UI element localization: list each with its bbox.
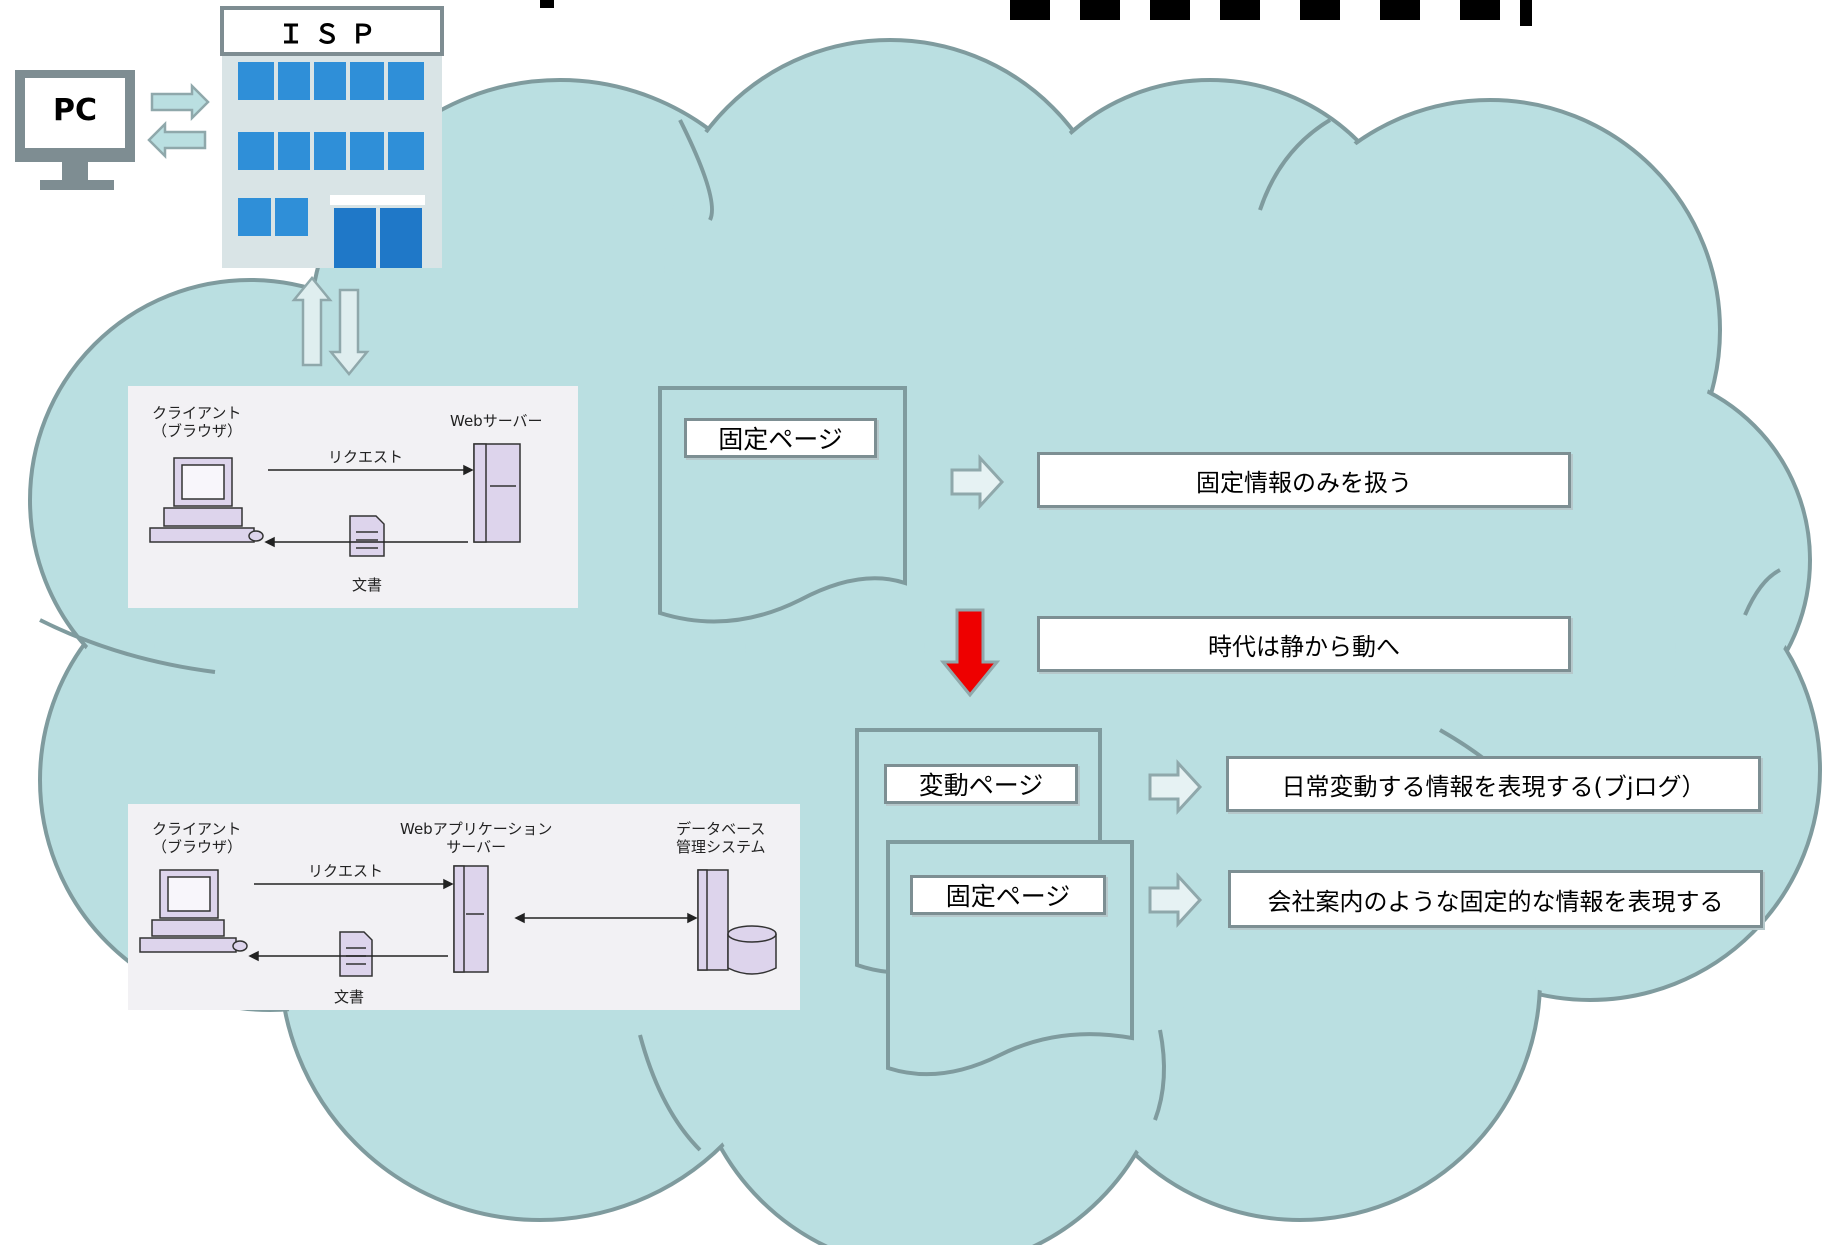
dynamic-web-figure: クライアント （ブラウザ） Webアプリケーション サーバー データベース 管理… — [128, 804, 800, 1010]
isp-label: ＩＳＰ — [277, 19, 386, 50]
static-server-label: Webサーバー — [450, 412, 543, 430]
dynamic-db-label: データベース 管理システム — [676, 820, 766, 856]
static-description: 固定情報のみを扱う — [1037, 452, 1571, 508]
isp-building-icon — [220, 6, 444, 268]
database-server-icon — [697, 869, 777, 975]
isp-cloud-arrows-icon — [291, 276, 370, 376]
fixed-page-label: 固定ページ — [910, 875, 1106, 915]
pc-label: PC — [52, 92, 97, 128]
static-page-label: 固定ページ — [684, 418, 877, 458]
dynamic-server-label: Webアプリケーション サーバー — [400, 820, 553, 856]
app-server-icon — [453, 865, 489, 973]
dynamic-page-label: 変動ページ — [884, 764, 1078, 804]
static-web-figure: クライアント （ブラウザ） Webサーバー リクエスト 文書 — [128, 386, 578, 608]
client-computer-icon-2 — [139, 869, 248, 953]
static-client-label: クライアント （ブラウザ） — [152, 404, 243, 440]
dynamic-client-label: クライアント （ブラウザ） — [152, 820, 243, 856]
dynamic-document-label: 文書 — [334, 988, 365, 1006]
server-icon — [473, 443, 521, 543]
static-request-label: リクエスト — [328, 448, 404, 466]
red-down-arrow-icon — [939, 608, 1001, 698]
dynamic-description: 日常変動する情報を表現する(ブjログ） — [1226, 756, 1761, 812]
transition-label: 時代は静から動へ — [1037, 616, 1571, 672]
right-arrows-icon — [950, 454, 1203, 928]
document-icon-2 — [339, 931, 373, 977]
pc-isp-arrows-icon — [147, 82, 210, 160]
document-icon — [349, 515, 385, 557]
dynamic-request-label: リクエスト — [308, 862, 384, 880]
fixed-description: 会社案内のような固定的な情報を表現する — [1228, 870, 1763, 928]
client-computer-icon — [149, 457, 264, 543]
static-document-label: 文書 — [352, 576, 383, 594]
pc-monitor-icon — [15, 70, 135, 190]
